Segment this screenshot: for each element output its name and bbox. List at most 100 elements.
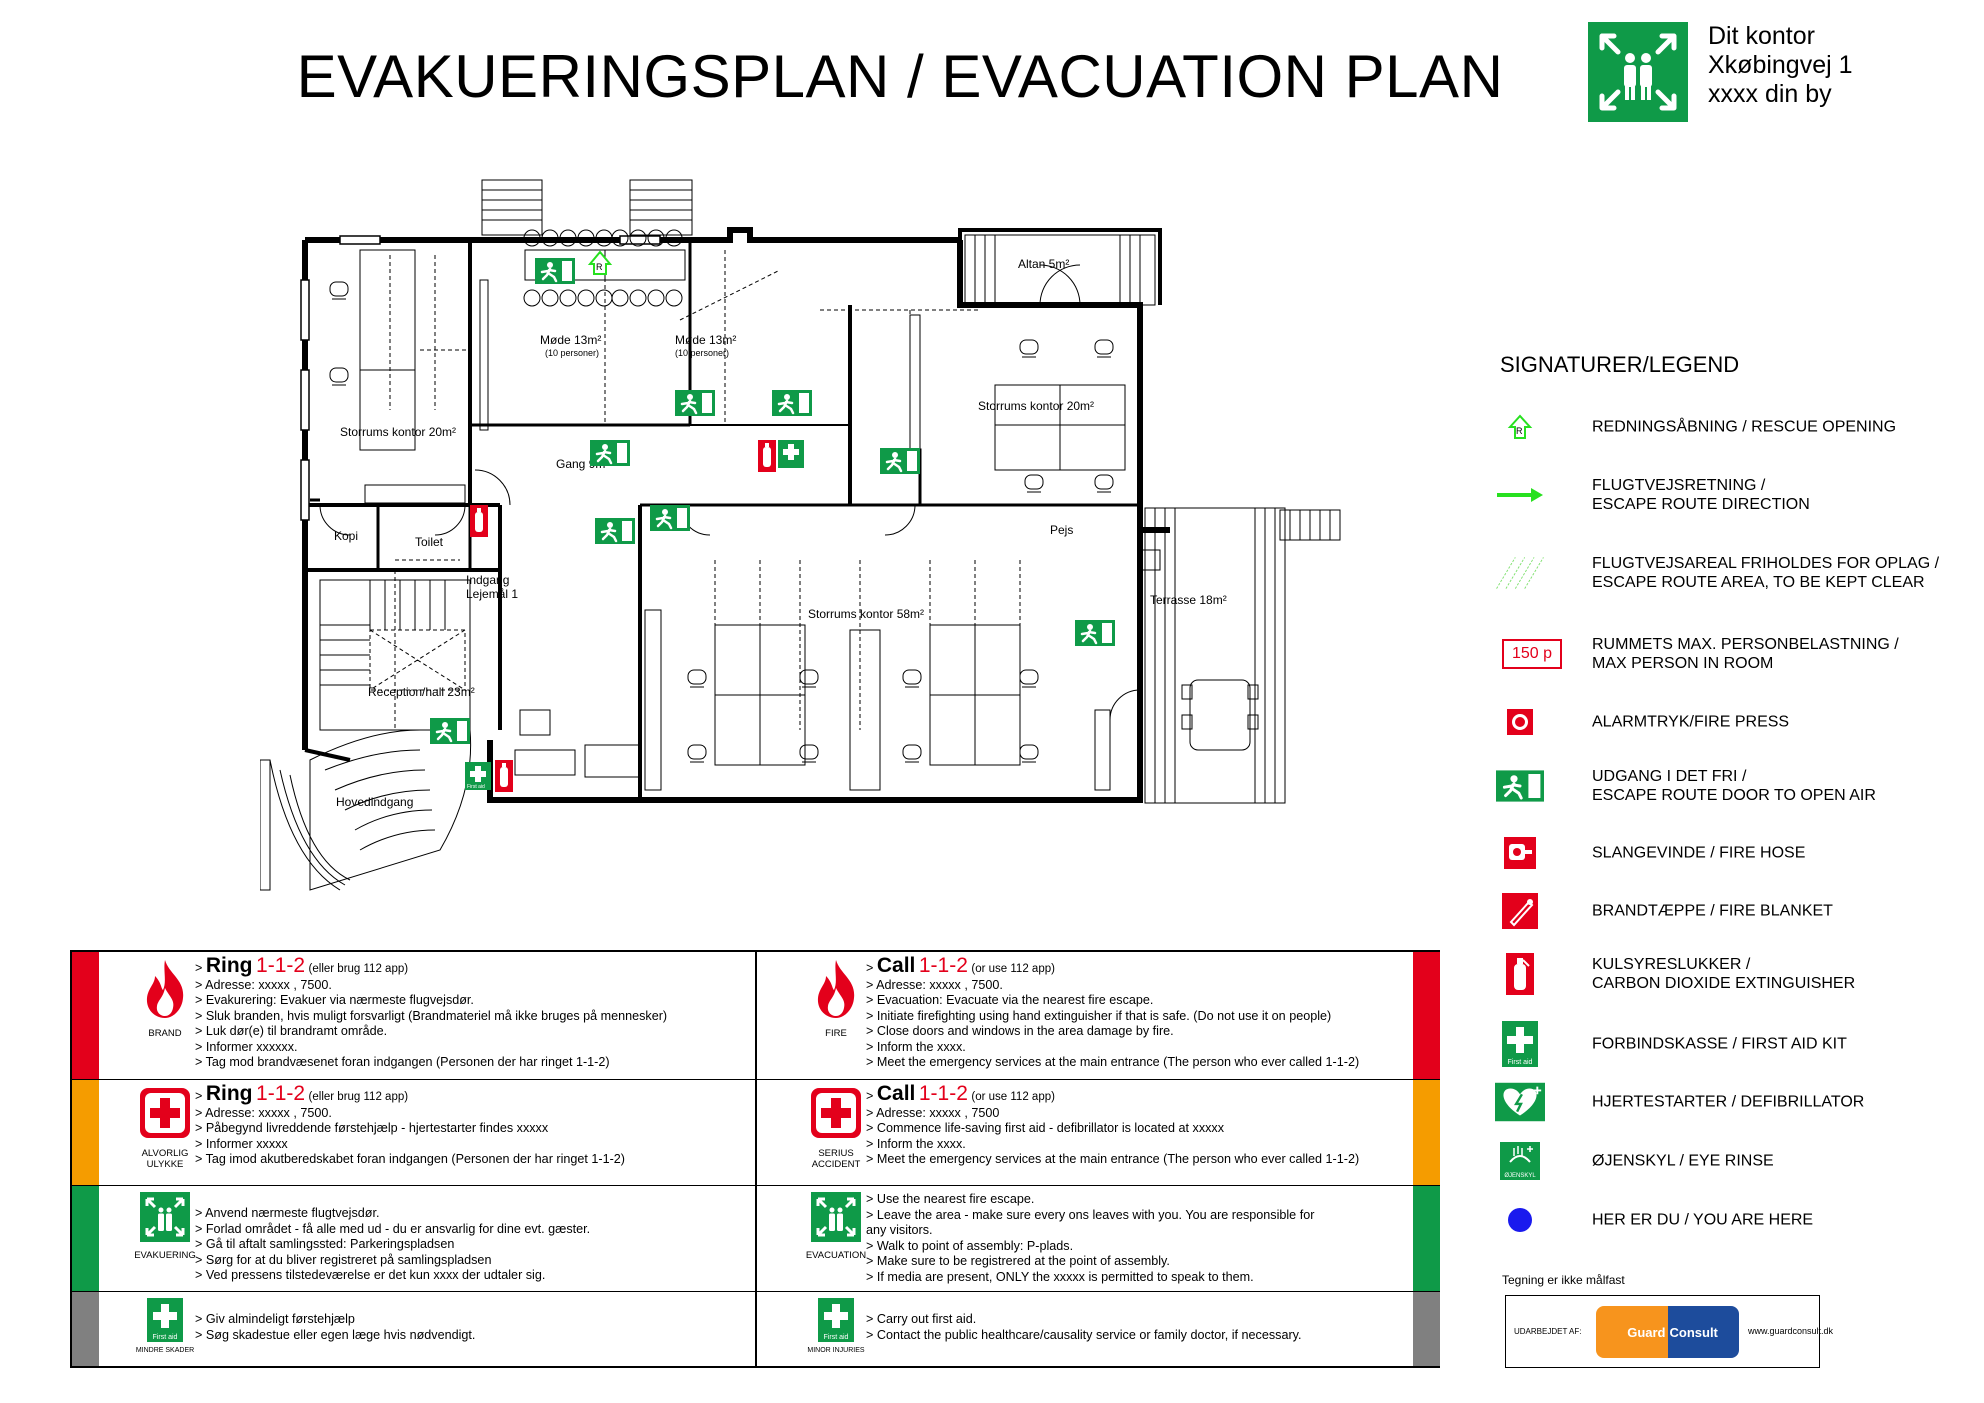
instruction-line: > Sørg for at du bliver registreret på s… [195,1252,492,1267]
room-label-office-20-east: Storrums kontor 20m² [978,399,1094,413]
instruction-label: SERIUS ACCIDENT [811,1148,861,1170]
top-stairs [481,179,693,236]
instruction-badge: First aid MINDRE SKADER [120,1298,210,1356]
instruction-line: > Søg skadestue eller egen læge hvis nød… [195,1327,476,1342]
instruction-line: > Forlad området - få alle med ud - du e… [195,1221,591,1236]
assembly-point-icon [1588,22,1688,122]
legend-item: FLUGTVEJSAREAL FRIHOLDES FOR OPLAG / ESC… [1495,549,1975,597]
svg-text:R: R [1516,426,1523,436]
room-label-lejemaal: Lejemål 1 [466,587,518,601]
call-note: (eller brug 112 app) [308,1091,409,1103]
eye-rinse-badge: ØJENSKYL [1504,1173,1536,1179]
instruction-label: FIRE [825,1028,847,1039]
call-note: (or use 112 app) [971,1091,1055,1103]
max-persons-icon: 150 p [1495,630,1569,678]
instruction-badge: ALVORLIG ULYKKE [120,1086,210,1170]
instruction-label: ALVORLIG ULYKKE [141,1148,189,1170]
room-label-meeting-1: Møde 13m² [540,333,601,347]
guard-consult-logo: Guard Consult [1596,1306,1739,1358]
instruction-line: > Ved pressens tilstedeværelse er det ku… [195,1268,546,1282]
legend-item: UDGANG I DET FRI / ESCAPE ROUTE DOOR TO … [1495,762,1975,810]
color-stripe [72,1292,99,1366]
building-walls [302,227,1170,803]
fire-icon [146,960,184,1018]
max-persons-badge: 150 p [1501,639,1563,669]
instruction-line: > Adresse: xxxxx , 7500. [195,1105,332,1120]
legend-item: ØJENSKYL ØJENSKYL / EYE RINSE [1495,1137,1975,1185]
instruction-line: > Adresse: xxxxx , 7500. [195,977,332,992]
instructions-english: FIRE > Call 1-1-2 (or use 112 app) > Adr… [755,952,1440,1366]
defibrillator-icon [1495,1078,1545,1126]
instruction-line: > If media are present, ONLY the xxxxx i… [866,1269,1254,1284]
instruction-text: > Call 1-1-2 (or use 112 app) > Adresse:… [866,1083,1406,1168]
room-label-reception: Reception/hall 23m² [368,685,475,699]
legend-item: SLANGEVINDE / FIRE HOSE [1495,829,1975,877]
extinguisher-icon [470,505,488,537]
exit-sign-icon [533,256,577,286]
call-number: 1-1-2 [256,1082,306,1105]
instruction-badge: BRAND [120,958,210,1039]
legend-text: REDNINGSÅBNING / RESCUE OPENING [1592,418,1897,436]
call-number: 1-1-2 [256,954,306,977]
instructions-danish: BRAND > Ring 1-1-2 (eller brug 112 app) … [72,952,755,1366]
exit-door-icon [1495,762,1545,810]
legend-text: SLANGEVINDE / FIRE HOSE [1592,844,1806,862]
made-by-box: UDARBEJDET AF: Guard Consult www.guardco… [1505,1295,1833,1368]
doors [319,469,1161,721]
call-word: Ring [205,954,253,977]
legend-text: KULSYRESLUKKER / CARBON DIOXIDE EXTINGUI… [1592,956,1856,992]
room-label-indgang: Indgang [466,573,509,587]
you-are-here-icon [1495,1196,1545,1244]
color-stripe [72,1186,99,1291]
legend-text: UDGANG I DET FRI / ESCAPE ROUTE DOOR TO … [1592,768,1876,804]
fire-hose-icon [1495,829,1545,877]
room-label-meeting-2-sub: (10 personer) [675,348,729,358]
instruction-line: > Leave the area - make sure every ons l… [866,1207,1315,1238]
instruction-badge: SERIUS ACCIDENT [791,1086,881,1170]
exit-sign-icon [770,388,814,418]
instruction-badge: EVAKUERING [120,1192,210,1261]
first-aid-kit-icon: First aid [147,1298,183,1342]
color-stripe [1413,1080,1440,1185]
room-label-pejs: Pejs [1050,523,1073,537]
instruction-line: > Inform the xxxx. [866,1039,966,1054]
extinguisher-icon [758,440,776,472]
logo-left: Guard [1596,1306,1668,1358]
escape-direction-arrow-icon [1495,471,1545,519]
rescue-opening-icon: R [1495,403,1545,451]
escape-route-lines [389,250,1021,730]
color-stripe [72,952,99,1079]
instruction-row-minor-injuries: First aid MINDRE SKADER > Giv almindelig… [72,1292,755,1366]
exit-sign-icon [428,716,472,746]
room-label-altan: Altan 5m² [1018,257,1069,271]
legend-title: SIGNATURER/LEGEND [1500,352,1740,377]
instruction-line: > Sluk branden, hvis muligt forsvarligt … [195,1008,668,1023]
legend-text: FLUGTVEJSAREAL FRIHOLDES FOR OPLAG / ESC… [1592,555,1940,591]
call-note: (eller brug 112 app) [308,963,409,975]
first-aid-kit-icon [778,440,804,468]
legend-text: FORBINDSKASSE / FIRST AID KIT [1592,1035,1847,1053]
legend-text: FLUGTVEJSRETNING / ESCAPE ROUTE DIRECTIO… [1592,477,1810,513]
instruction-line: > Make sure to be registrered at the poi… [866,1254,1170,1268]
instruction-line: > Close doors and windows in the area da… [866,1024,1174,1038]
legend-item: BRANDTÆPPE / FIRE BLANKET [1495,887,1975,935]
rescue-mark: R [596,262,603,272]
office-address: Dit kontor Xkøbingvej 1 xxxx din by [1708,22,1853,109]
instruction-line: > Walk to point of assembly: P-plads. [866,1238,1074,1253]
instruction-row-serious-accident: SERIUS ACCIDENT > Call 1-1-2 (or use 112… [757,1080,1440,1186]
room-label-kopi: Kopi [334,529,358,543]
legend-text: BRANDTÆPPE / FIRE BLANKET [1592,902,1833,920]
assembly-point-icon [140,1192,190,1242]
exit-sign-icon [673,388,717,418]
balcony [964,234,1156,306]
drawing-note: Tegning er ikke målfast [1502,1273,1625,1287]
exit-sign-icon [588,438,632,468]
instruction-text: > Carry out first aid. > Contact the pub… [866,1312,1406,1343]
instruction-badge: FIRE [791,958,881,1039]
first-aid-badge: First aid [823,1334,849,1341]
fire-blanket-icon [1495,887,1545,935]
instruction-line: > Luk dør(e) til brandramt område. [195,1024,388,1038]
logo-right: Consult [1667,1306,1739,1358]
instruction-line: > Initiate firefighting using hand extin… [866,1008,1332,1023]
call-number: 1-1-2 [918,954,968,977]
